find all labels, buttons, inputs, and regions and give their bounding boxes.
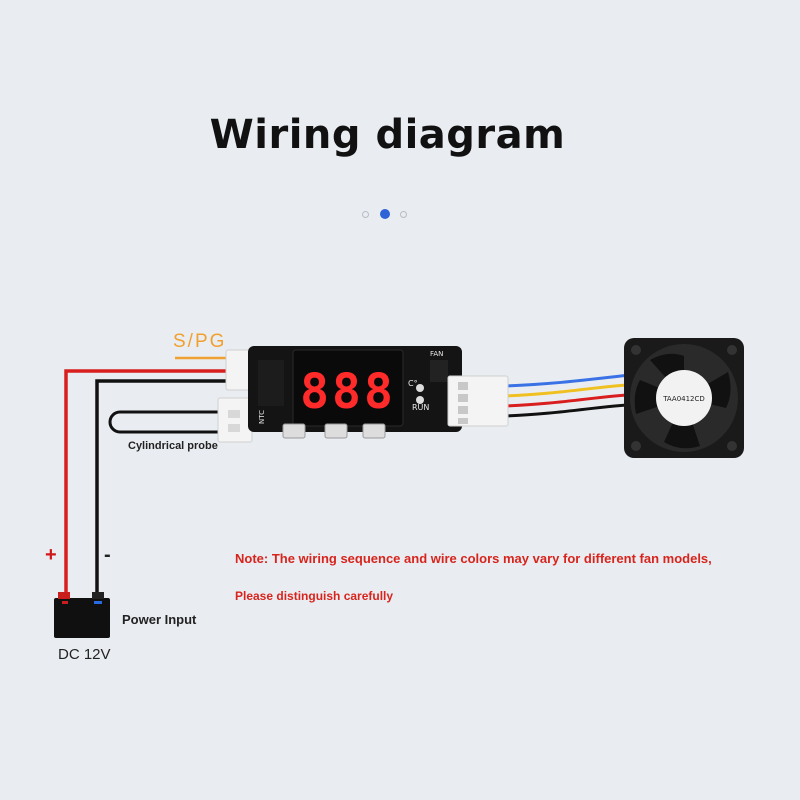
board-button-3: [362, 423, 386, 439]
negative-label: -: [104, 544, 111, 566]
wire-black-negative: [95, 379, 232, 598]
board-button-2: [324, 423, 348, 439]
note-line-1: Note: The wiring sequence and wire color…: [235, 551, 712, 566]
fan-label: FAN: [430, 350, 443, 358]
power-input-label: Power Input: [122, 612, 197, 627]
cooling-fan: TAA0412CD: [624, 338, 744, 458]
run-label: RUN: [412, 403, 429, 412]
supply-voltage-label: DC 12V: [58, 646, 111, 663]
signal-label: S/PG: [173, 331, 227, 352]
pager-dot[interactable]: [362, 211, 369, 218]
pager-dot-active[interactable]: [380, 209, 390, 219]
seven-segment-display: 888: [300, 364, 396, 420]
battery-icon: [54, 592, 110, 638]
wire-red-positive: [64, 369, 232, 598]
page-title: Wiring diagram: [209, 112, 566, 158]
note-line-2: Please distinguish carefully: [235, 589, 394, 603]
ntc-label: NTC: [258, 410, 266, 424]
probe-cable: [108, 410, 232, 434]
controller-board: [248, 346, 462, 439]
carousel-pager: [360, 209, 412, 221]
fan-model-label: TAA0412CD: [662, 395, 705, 403]
board-button-1: [282, 423, 306, 439]
unit-label: C°: [408, 379, 418, 388]
fan-connector: [447, 375, 509, 427]
positive-label: +: [45, 544, 57, 566]
pager-dot[interactable]: [400, 211, 407, 218]
probe-label: Cylindrical probe: [128, 440, 218, 452]
